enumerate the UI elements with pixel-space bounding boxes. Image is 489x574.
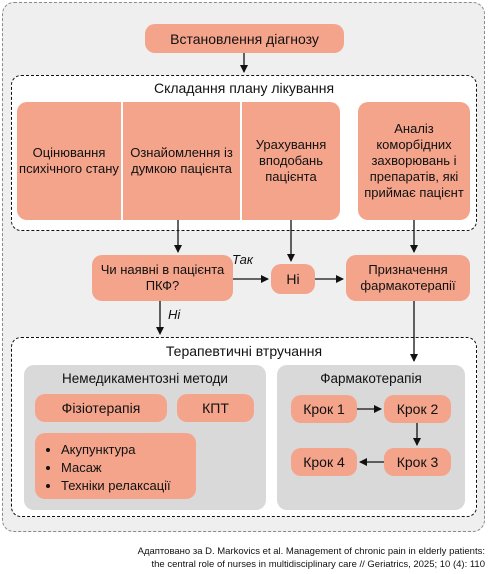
other-methods-list: Акупунктура Масаж Техніки релаксації xyxy=(45,441,186,495)
yes-label: Так xyxy=(232,252,254,267)
step-1-box: Крок 1 xyxy=(291,395,357,423)
question-box: Чи наявні в пацієнта ПКФ? xyxy=(92,255,233,301)
pharma-panel: Фармакотерапія xyxy=(277,365,465,510)
treatment-plan-title: Складання плану лікування xyxy=(144,80,344,96)
list-item: Акупунктура xyxy=(61,441,186,459)
cbt-label: КПТ xyxy=(202,400,229,416)
no-box-label: Ні xyxy=(286,271,300,287)
interventions-title: Терапевтичні втручання xyxy=(144,343,344,359)
plan-items-group xyxy=(17,102,340,220)
question-label: Чи наявні в пацієнта ПКФ? xyxy=(100,262,225,293)
step-4-box: Крок 4 xyxy=(291,448,357,476)
plan-item-patient-opinion: Ознайомлення із думкою пацієнта xyxy=(123,102,240,220)
no-label: Ні xyxy=(168,307,181,322)
analysis-label: Аналіз коморбідних захворювань і препара… xyxy=(364,121,464,200)
diagnosis-label: Встановлення діагнозу xyxy=(170,30,319,47)
cbt-box: КПТ xyxy=(177,394,254,422)
diagnosis-box: Встановлення діагнозу xyxy=(145,24,344,53)
plan-item-label: Ознайомлення із думкою пацієнта xyxy=(130,145,233,176)
step-label: Крок 2 xyxy=(396,401,439,417)
step-label: Крок 1 xyxy=(303,401,345,417)
caption-line: Адаптовано за D. Markovics et al. Manage… xyxy=(137,546,485,557)
plan-item-label: Оцінювання психічного стану xyxy=(19,145,119,176)
step-3-box: Крок 3 xyxy=(384,448,451,476)
divider xyxy=(240,102,242,220)
list-item: Масаж xyxy=(61,459,186,477)
plan-item-mental-state: Оцінювання психічного стану xyxy=(17,102,121,220)
plan-item-preferences: Урахування вподобань пацієнта xyxy=(242,102,340,220)
source-caption: Адаптовано за D. Markovics et al. Manage… xyxy=(138,545,485,571)
plan-item-label: Урахування вподобань пацієнта xyxy=(255,137,327,184)
list-item: Техніки релаксації xyxy=(61,477,186,495)
step-2-box: Крок 2 xyxy=(384,395,451,423)
step-label: Крок 4 xyxy=(303,454,345,470)
pharmacotherapy-prescription-box: Призначення фармакотерапії xyxy=(346,255,470,301)
no-box: Ні xyxy=(271,264,315,294)
physiotherapy-box: Фізіотерапія xyxy=(35,394,167,422)
other-methods-box: Акупунктура Масаж Техніки релаксації xyxy=(35,433,196,499)
step-label: Крок 3 xyxy=(396,454,439,470)
physiotherapy-label: Фізіотерапія xyxy=(61,400,141,416)
non-drug-title: Немедикаментозні методи xyxy=(62,371,228,386)
divider xyxy=(121,102,123,220)
pharmacotherapy-prescription-label: Призначення фармакотерапії xyxy=(360,262,456,293)
caption-line: the central role of nurses in multidisci… xyxy=(151,559,485,570)
analysis-box: Аналіз коморбідних захворювань і препара… xyxy=(358,102,470,220)
pharma-title: Фармакотерапія xyxy=(320,371,422,386)
